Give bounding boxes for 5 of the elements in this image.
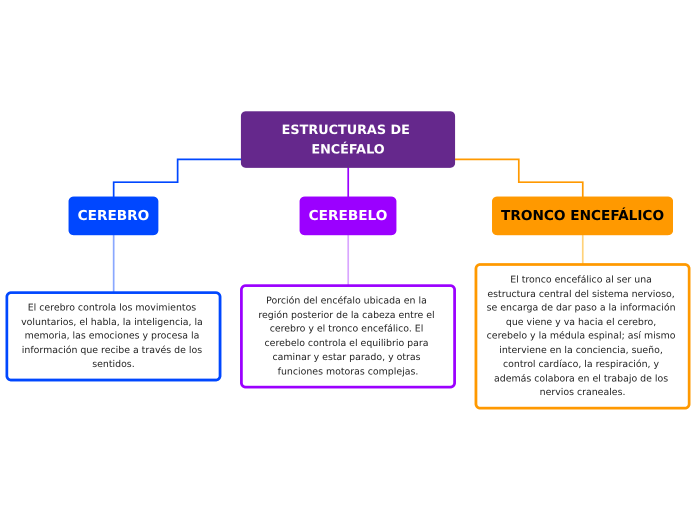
connector [455,158,584,198]
connector [112,158,242,198]
connector [347,234,350,287]
connector [112,234,115,294]
connector [347,166,350,198]
